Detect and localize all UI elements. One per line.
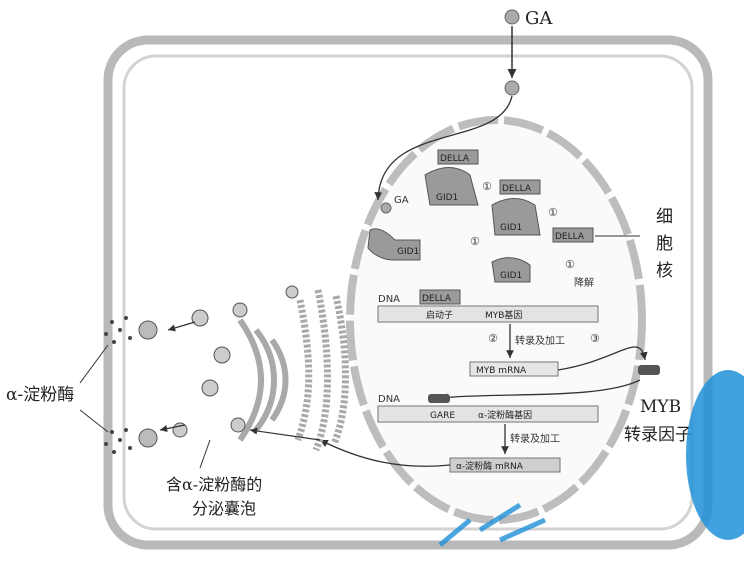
dna-strand-1 (377, 305, 599, 323)
myb-mrna-box (469, 361, 559, 377)
amylase-mrna-label: α-淀粉酶 mRNA (456, 460, 524, 472)
alpha-amylase-label: α-淀粉酶 (6, 385, 74, 405)
secreted-vesicle-2 (138, 428, 158, 448)
amylase-dots-top (104, 316, 132, 344)
cell-wall-outer (103, 35, 713, 550)
myb-tf-label-2: 转录因子 (624, 425, 692, 445)
amylase-pointer-2 (79, 409, 109, 433)
ga-molecule-icon (504, 9, 520, 25)
er-stack-1 (294, 299, 313, 442)
della-label-4: DELLA (422, 294, 452, 304)
transport-arrow (249, 427, 321, 441)
gid1-complex-2 (491, 198, 541, 236)
nucleus-label-3: 核 (656, 261, 673, 281)
ga-path-arrow (374, 95, 513, 201)
watermark-shape (686, 370, 744, 540)
gid1-label-3: GID1 (500, 223, 522, 233)
gid1-released (491, 257, 531, 283)
vesicle-label-1: 含α-淀粉酶的 (166, 475, 262, 494)
myb-protein-icon (638, 365, 660, 375)
step-1c: ① (470, 235, 480, 248)
vesicle-pointer (199, 439, 211, 469)
secretion-arrow-2 (159, 424, 186, 433)
vesicle (213, 346, 231, 364)
della-box-3 (552, 227, 594, 243)
gid1-receptor-left (367, 228, 421, 261)
vesicle (285, 285, 299, 299)
golgi-3 (269, 338, 289, 422)
er-stack-3 (330, 295, 349, 446)
promoter-label: 启动子 (426, 309, 453, 321)
myb-export-arrow (557, 346, 648, 371)
gid1-label-4: GID1 (500, 271, 522, 281)
secreted-vesicle-1 (138, 320, 158, 340)
della-box-1 (437, 149, 479, 165)
golgi-1 (237, 318, 264, 442)
amylase-dots-bottom (104, 428, 132, 454)
vesicle-label-2: 分泌囊泡 (192, 499, 256, 518)
della-label-3: DELLA (555, 232, 585, 242)
golgi-2 (253, 328, 277, 432)
della-label-1: DELLA (440, 154, 470, 164)
mrna-export-arrow (319, 439, 451, 467)
della-box-4 (419, 289, 461, 305)
ga-molecule-membrane-icon (504, 80, 520, 96)
gare-label: GARE (430, 411, 455, 421)
vesicle (230, 417, 246, 433)
nucleus-label-1: 细 (656, 207, 673, 227)
vesicle (191, 309, 209, 327)
vesicle (232, 302, 248, 318)
step-1d: ① (565, 258, 575, 271)
ga-inner-icon (380, 202, 392, 214)
ga-inner-label: GA (394, 195, 409, 206)
step-1a: ① (482, 180, 492, 193)
watermark-stroke (438, 502, 547, 547)
ga-top-label: GA (525, 8, 553, 29)
degrade-label: 降解 (574, 276, 594, 289)
myb-tf-label-1: MYB (640, 397, 681, 417)
gid1-complex-1 (424, 167, 479, 206)
della-label-2: DELLA (502, 184, 532, 194)
myb-gene-label: MYB基因 (485, 309, 522, 321)
gid1-label-1: GID1 (397, 247, 419, 257)
dna-label-2: DNA (378, 394, 400, 405)
dna-strand-2 (377, 405, 599, 423)
gid1-label-2: GID1 (436, 193, 458, 203)
er-stack-2 (312, 289, 331, 452)
amylase-gene-label: α-淀粉酶基因 (478, 409, 532, 421)
step-3: ③ (590, 332, 600, 345)
step-2: ② (488, 332, 498, 345)
myb-mrna-label: MYB mRNA (476, 366, 527, 376)
transcribe-label-1: 转录及加工 (515, 334, 565, 347)
step-1b: ① (548, 206, 558, 219)
nucleus-label-2: 胞 (656, 234, 673, 254)
amylase-pointer-1 (79, 344, 109, 384)
transcribe-label-2: 转录及加工 (510, 432, 560, 445)
dna-label-1: DNA (378, 294, 400, 305)
cell-wall-inner (122, 54, 694, 531)
myb-return-arrow (439, 379, 641, 402)
myb-on-dna-icon (428, 394, 450, 403)
della-box-2 (499, 179, 541, 195)
secretion-arrow-1 (167, 321, 196, 332)
vesicle (201, 379, 219, 397)
